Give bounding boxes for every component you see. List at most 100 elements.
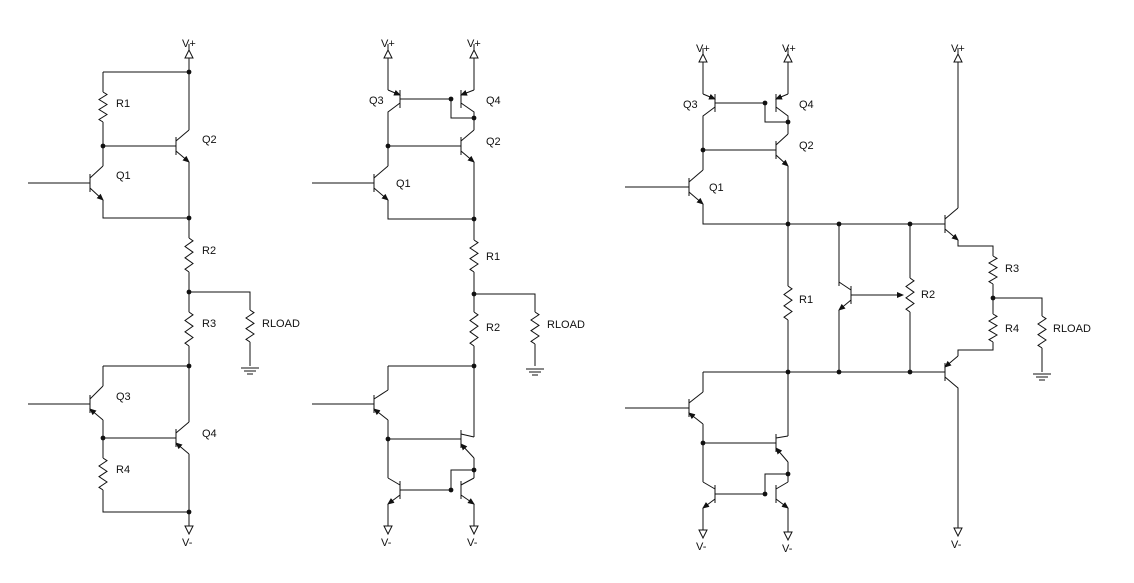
c3-q8-c [775,481,789,490]
c1-q1-c [89,165,104,179]
c1-r4-bot [102,490,189,513]
c1-q4-e [175,442,190,455]
c3-q5-c [688,391,704,404]
c2-q6-c [460,433,475,438]
c1-label-rload: RLOAD [262,318,300,330]
c2-dot-out [471,291,477,297]
c3-rail-vminus-left: V- [696,541,707,553]
c3-dot-n3 [907,221,913,227]
c2-label-q4: Q4 [486,95,501,107]
c2-q1-c [373,165,389,179]
c3-dot-m1 [785,369,791,375]
c1-dot-r4 [100,435,106,441]
c3-rail-vminus-mid: V- [782,543,793,555]
c3-q6-e [775,447,789,463]
c1-q2-c [175,129,190,142]
c3-dot-out [990,295,996,301]
c3-vminus-left-arrow [698,529,708,540]
c3-q3-e [702,93,716,100]
c3-q6-c [775,435,789,439]
c2-vminus-left-arrow [383,525,393,536]
c2-label-q3: Q3 [369,95,384,107]
c1-load-top [189,291,251,310]
c3-dot-q8b [762,491,768,497]
c3-q5-e [688,412,704,425]
c3-dot-m2 [836,369,842,375]
c2-rail-vplus-right: V+ [467,38,481,50]
c3-q7-c [702,481,716,490]
c3-mirror2 [715,473,788,495]
c1-q1-em [102,200,189,219]
c3-r2 [905,277,915,313]
c3-q4-c [775,106,789,134]
c1-dot-mid1 [186,215,192,221]
c2-label-r2: R2 [486,322,500,334]
c3-vminus-right-arrow [953,527,963,538]
c3-r4 [988,313,998,343]
c3-rail-vplus-mid: V+ [782,43,796,55]
c3-dot-q3c [700,147,706,153]
c3-dot-q8c [785,471,791,477]
c3-q7-e [702,498,716,509]
c3-q2-c [775,133,789,146]
c1-vminus-arrow [184,525,194,536]
c3-out-npn-em [957,240,994,256]
c3-out-npn-e [944,228,959,241]
c2-dot-q6b [385,436,391,442]
c1-dot-top [186,69,192,75]
c3-q1-c [688,169,704,183]
c3-dot-q4c [785,119,791,125]
c2-q1-em [387,200,474,220]
c2-rload [530,311,540,345]
c3-mirror-base [715,102,788,123]
c3-dot-q6b [700,440,706,446]
c2-mirror-base [400,98,474,119]
c2-q3-e [387,89,401,96]
c1-r3 [184,311,194,347]
c1-label-r3: R3 [202,318,216,330]
c1-rload [245,309,255,343]
c3-load-top [993,297,1043,316]
c3-vbe-e [838,299,852,311]
c2-rail-vplus-left: V+ [381,38,395,50]
c2-q4-e [460,89,475,96]
c3-label-r4: R4 [1005,323,1019,335]
c2-q3-c [387,102,401,166]
c2-q5-c [373,389,389,400]
c2-q5-e [373,408,389,421]
c2-label-q2: Q2 [486,136,501,148]
c2-q1-e [373,187,389,201]
c2-rail-vminus-right: V- [467,537,478,549]
c1-label-r1: R1 [116,98,130,110]
c2-q8-e [460,494,475,505]
c3-rail-vplus-right: V+ [951,43,965,55]
c1-q1-e [89,187,104,201]
c2-mirror2 [400,469,474,491]
c3-label-r1: R1 [799,294,813,306]
c1-r1 [98,91,108,123]
c2-q7-e [387,494,401,505]
c1-label-q2: Q2 [202,134,217,146]
c3-label-r2: R2 [921,289,935,301]
c3-vplus-left-arrow [698,52,708,63]
c3-rail-vminus-right: V- [951,539,962,551]
c1-q2-e [175,150,190,163]
c1-q4-c [175,421,190,434]
c2-q6-e [460,443,475,459]
c2-dot-q4b [448,96,454,102]
c2-dot-q8b [448,487,454,493]
c1-label-q4: Q4 [202,428,217,440]
c3-vbe-c [838,281,852,291]
c3-q2-e [775,154,789,167]
c1-r2 [184,237,194,273]
c2-label-r1: R1 [486,251,500,263]
c3-label-r3: R3 [1005,263,1019,275]
c2-label-rload: RLOAD [547,319,585,331]
c3-vminus-mid-arrow [783,531,793,542]
c1-label-q1: Q1 [116,170,131,182]
c3-q1-e [688,191,704,205]
c2-dot-mid2 [471,363,477,369]
c2-label-q1: Q1 [396,178,411,190]
